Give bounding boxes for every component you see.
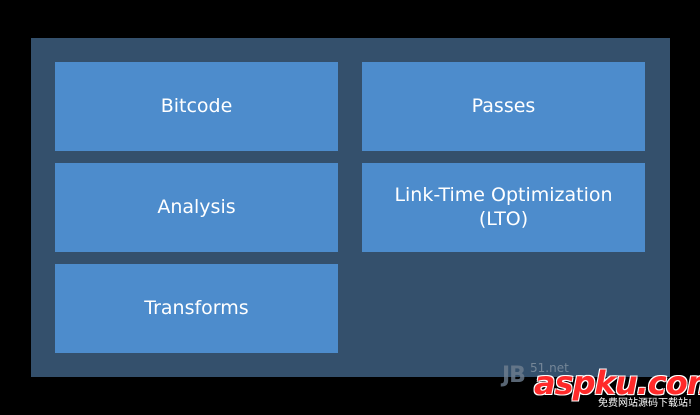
- analysis-label: Analysis: [157, 195, 236, 218]
- watermark-brand-name: aspku: [534, 364, 638, 402]
- bitcode-tile: Bitcode: [55, 62, 338, 151]
- lto-label-line2: (LTO): [478, 207, 529, 230]
- lto-label-line1: Link-Time Optimization: [394, 183, 613, 206]
- passes-tile: Passes: [362, 62, 645, 151]
- watermark: JB 51.net aspku.com 免费网站源码下载站!: [502, 359, 700, 411]
- watermark-jb-logo: JB: [502, 363, 526, 388]
- lto-label: Link-Time Optimization (LTO): [394, 184, 612, 232]
- diagram-panel: Bitcode Passes Analysis Link-Time Optimi…: [31, 38, 670, 377]
- analysis-tile: Analysis: [55, 163, 338, 252]
- watermark-site-prefix: 51.net: [530, 361, 569, 375]
- watermark-tagline: 免费网站源码下载站!: [597, 398, 692, 409]
- passes-label: Passes: [471, 94, 536, 117]
- transforms-tile: Transforms: [55, 264, 338, 353]
- watermark-brand-suffix: .com: [636, 364, 700, 402]
- lto-tile: Link-Time Optimization (LTO): [362, 163, 645, 252]
- watermark-brand: aspku.com: [534, 367, 700, 399]
- transforms-label: Transforms: [144, 296, 249, 319]
- bitcode-label: Bitcode: [160, 94, 233, 117]
